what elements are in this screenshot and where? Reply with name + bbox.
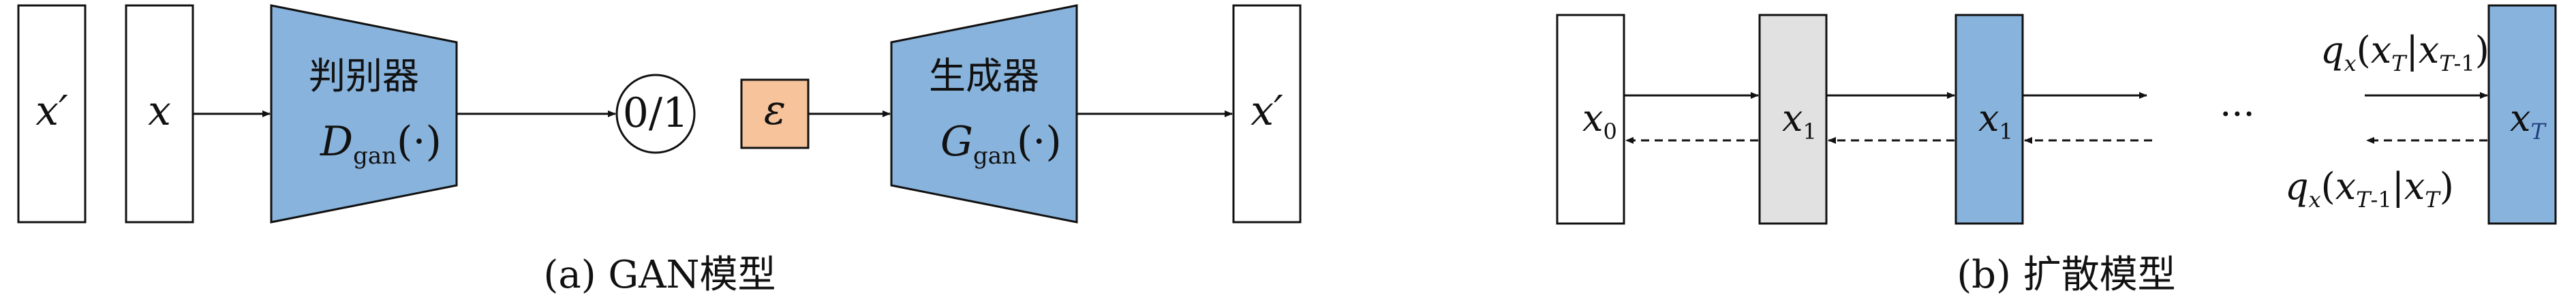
- diffusion-box-x1-blue-label: x1: [1978, 97, 2013, 144]
- diffusion-ellipsis: ···: [2220, 93, 2255, 136]
- diffusion-diagram: x0 x1 x1 ··· qx(xT|xT-1) qx(xT-1|xT): [1556, 4, 2557, 297]
- gan-caption: (a) GAN模型: [543, 253, 776, 297]
- diffusion-box-x0: [1556, 14, 1625, 225]
- gan-box-x-label: x: [148, 87, 171, 135]
- diffusion-box-xT: [2487, 4, 2557, 225]
- gan-box-x-prime-left-label: x′: [35, 87, 68, 135]
- diffusion-reverse-label: qx(xT-1|xT): [2285, 165, 2454, 213]
- diffusion-box-x1-gray: [1758, 14, 1828, 225]
- gan-discriminator-block: [270, 4, 458, 224]
- gan-noise-label: ε: [764, 87, 786, 134]
- gan-generator-block: [890, 4, 1078, 224]
- gan-diagram: x′ x 判别器 Dgan(·) 0/1 ε 生成器 Ggan(·): [17, 4, 1302, 297]
- gan-box-x: [125, 4, 194, 224]
- diffusion-box-x1-blue: [1954, 14, 2024, 225]
- gan-box-x-prime-right: [1232, 4, 1302, 224]
- gan-box-x-prime-right-label: x′: [1251, 87, 1283, 135]
- diffusion-forward-label: qx(xT|xT-1): [2320, 29, 2489, 76]
- gan-generator-cn: 生成器: [929, 55, 1039, 97]
- gan-discriminator-math: Dgan(·): [320, 118, 442, 170]
- diffusion-box-xT-label: xT: [2510, 97, 2547, 144]
- gan-generator-math: Ggan(·): [940, 118, 1062, 170]
- gan-discriminator-cn: 判别器: [309, 55, 419, 97]
- gan-output-circle: [615, 74, 696, 154]
- gan-box-x-prime-left: [17, 4, 87, 224]
- gan-output-label: 0/1: [623, 89, 689, 137]
- diffusion-box-x1-gray-label: x1: [1782, 97, 1817, 144]
- diffusion-box-x0-label: x0: [1582, 97, 1617, 144]
- diffusion-caption: (b) 扩散模型: [1957, 253, 2175, 297]
